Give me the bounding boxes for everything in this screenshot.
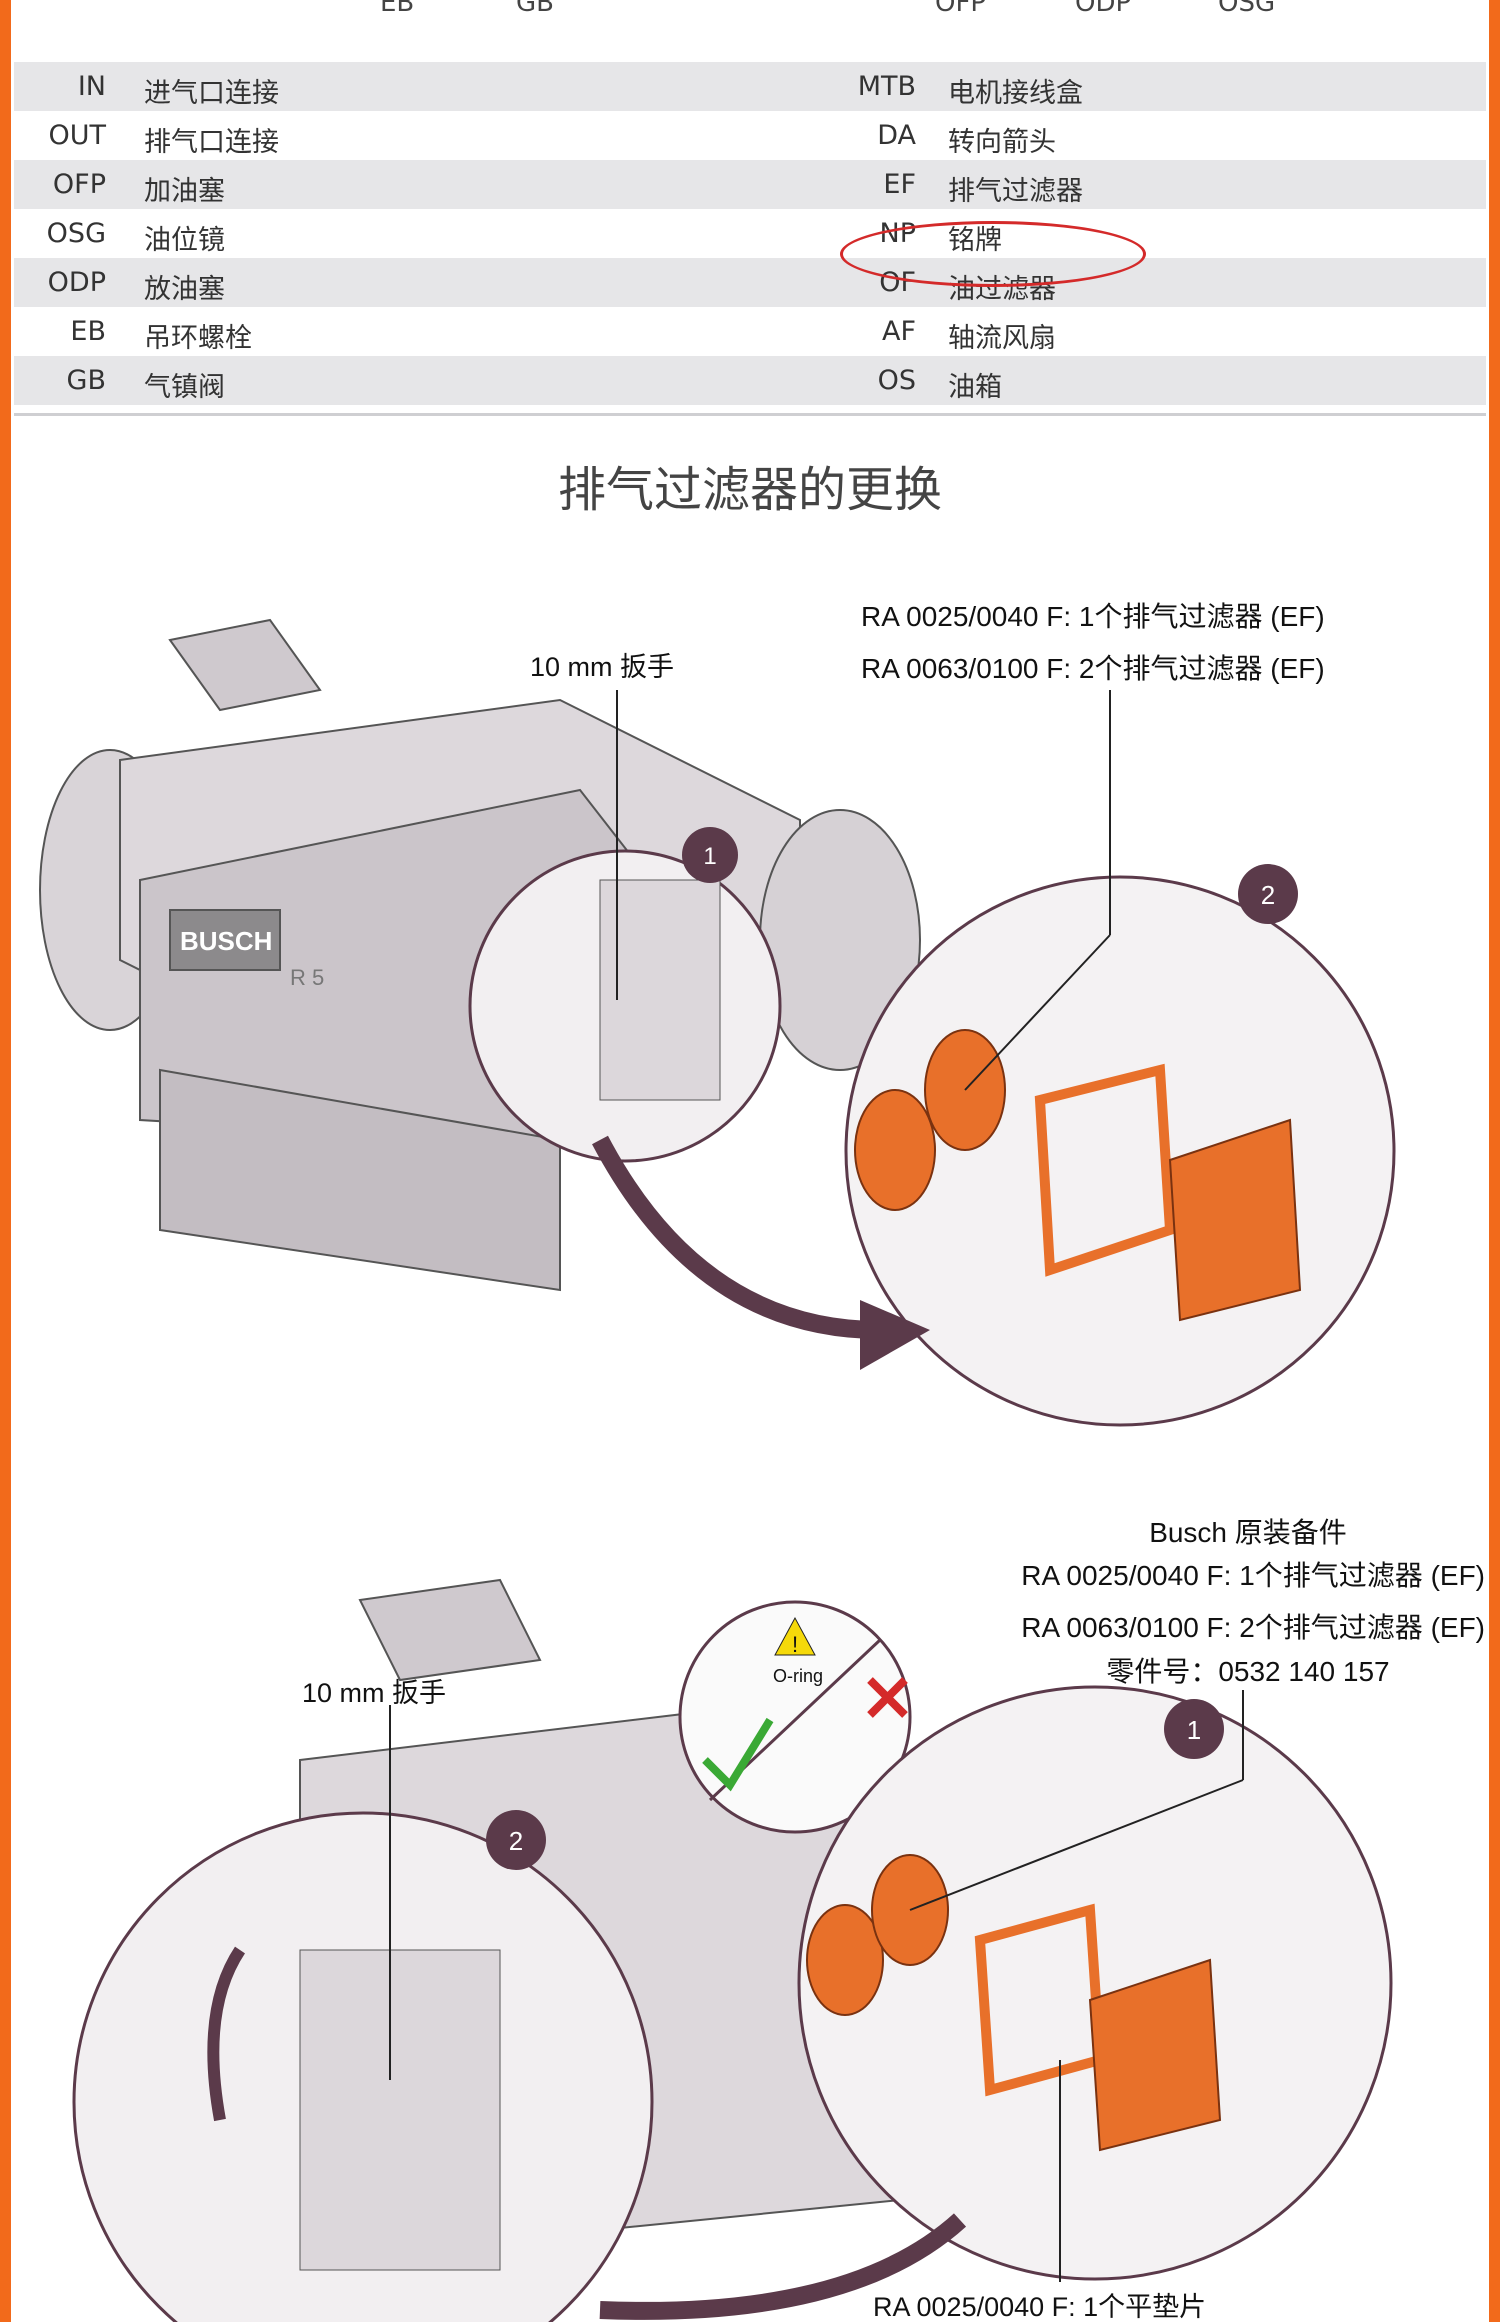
terminal-box (168, 618, 322, 712)
checkmark-icon (702, 1717, 774, 1792)
legend-code: MTB (857, 71, 916, 102)
legend-code: OSG (46, 218, 106, 249)
wrench-label-1: 10 mm 扳手 (530, 652, 674, 682)
direction-arrow (599, 2213, 967, 2320)
legend-code: ODP (47, 267, 106, 298)
step-badge-1b-label: 1 (1187, 1715, 1201, 1745)
arrow-head (860, 1300, 930, 1370)
legend-desc: 转向箭头 (948, 127, 1056, 158)
cross-icon (867, 1677, 908, 1718)
legend-code: OUT (48, 120, 106, 151)
legend-code: EF (883, 169, 916, 200)
legend-desc: 放油塞 (144, 274, 225, 305)
top-label: OFP (935, 0, 987, 18)
legend-code: OFP (52, 169, 106, 200)
filter-count-line-2: RA 0063/0100 F: 2个排气过滤器 (EF) (861, 653, 1325, 684)
legend-desc: 轴流风扇 (948, 323, 1056, 354)
model-label: R 5 (290, 965, 324, 990)
busch-nameplate (169, 909, 281, 971)
exhaust-filter-parts-1 (854, 1029, 1302, 1322)
legend-code: OS (877, 365, 916, 396)
callout-line (909, 1779, 1244, 1911)
right-border (1489, 0, 1500, 2322)
left-border (0, 0, 11, 2322)
gasket-label: RA 0025/0040 F: 1个平垫片 (873, 2292, 1206, 2322)
exhaust-filter (854, 1089, 936, 1211)
step-badge-2b (486, 1810, 546, 1870)
legend-row: GB 气镇阀 OS 油箱 (14, 356, 1486, 405)
legend-desc: 进气口连接 (144, 78, 279, 109)
legend-desc: 气镇阀 (144, 372, 225, 403)
legend-row: OUT 排气口连接 DA 转向箭头 (14, 111, 1486, 160)
step-badge-2-label: 2 (1261, 880, 1275, 910)
exhaust-filter-parts-2 (806, 1854, 1222, 2152)
callout-line (964, 934, 1111, 1091)
exhaust-filter (806, 1904, 884, 2016)
legend-code: EB (70, 316, 106, 347)
legend-desc: 吊环螺栓 (144, 323, 252, 354)
filter-cover-detail (299, 1949, 501, 2271)
legend-table: IN 进气口连接 MTB 电机接线盒 OUT 排气口连接 DA 转向箭头 OFP 加油塞 EF 排… (14, 62, 1486, 405)
legend-desc: 排气过滤器 (948, 176, 1083, 207)
legend-code: DA (877, 120, 916, 151)
brand-logo: BUSCH (180, 926, 272, 956)
step-badge-1-label: 1 (703, 843, 716, 870)
step-badge-1 (682, 827, 738, 883)
top-label: OSG (1218, 0, 1276, 18)
legend-code: AF (881, 316, 916, 347)
step-badge-2b-label: 2 (509, 1826, 523, 1856)
step-badge-1b (1164, 1699, 1224, 1759)
filter-count-line-1: RA 0025/0040 F: 1个排气过滤器 (EF) (861, 601, 1325, 632)
legend-code: IN (77, 71, 106, 102)
part-number: 零件号：0532 140 157 (1106, 1656, 1389, 1687)
legend-desc: 排气口连接 (144, 127, 279, 158)
filter-count-line-2: RA 0063/0100 F: 2个排气过滤器 (EF) (1021, 1612, 1485, 1643)
wrench-label-2: 10 mm 扳手 (302, 1678, 446, 1708)
legend-row: IN 进气口连接 MTB 电机接线盒 (14, 62, 1486, 111)
legend-desc: 油位镜 (144, 225, 225, 256)
legend-desc: 加油塞 (144, 176, 225, 207)
top-label: ODP (1075, 0, 1132, 18)
legend-row: EB 吊环螺栓 AF 轴流风扇 (14, 307, 1486, 356)
filter-count-line-1: RA 0025/0040 F: 1个排气过滤器 (EF) (1021, 1560, 1485, 1591)
ef-highlight-ellipse (840, 221, 1146, 287)
gasket (1034, 1063, 1176, 1277)
step-badge-2 (1238, 864, 1298, 924)
warning-mark: ! (792, 1632, 798, 1657)
legend-code: GB (66, 365, 106, 396)
warning-icon (774, 1616, 816, 1656)
direction-arrow (592, 1135, 881, 1339)
filter-cover-detail (599, 879, 721, 1101)
top-label: GB (516, 0, 554, 18)
legend-row: OFP 加油塞 EF 排气过滤器 (14, 160, 1486, 209)
filter-cover (1168, 1118, 1302, 1322)
oring-label: O-ring (773, 1666, 823, 1686)
cooling-fins (159, 1068, 561, 1292)
spare-parts-heading: Busch 原装备件 (1149, 1517, 1347, 1548)
section-title: 排气过滤器的更换 (557, 462, 942, 518)
rotation-arrow (207, 1946, 246, 2122)
terminal-box (358, 1578, 542, 1682)
divider (14, 413, 1486, 416)
filter-cover (1088, 1958, 1222, 2152)
legend-desc: 电机接线盒 (948, 78, 1083, 109)
top-label: EB (380, 0, 415, 18)
legend-desc: 油箱 (948, 372, 1002, 403)
